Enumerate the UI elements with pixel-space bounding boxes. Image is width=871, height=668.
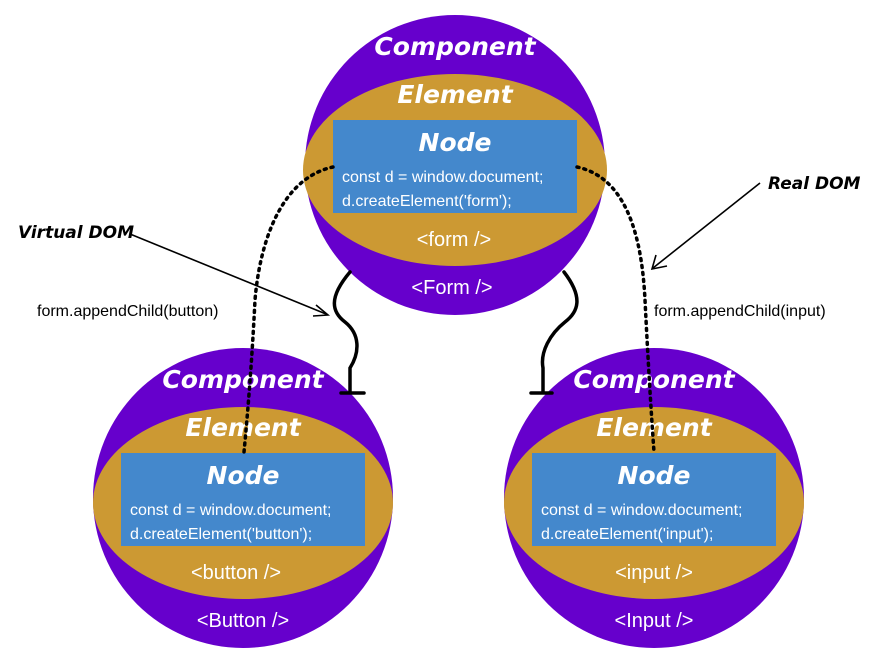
component-tag-button: <Button /> — [197, 610, 289, 632]
annotation-real-dom: Real DOM — [650, 174, 861, 271]
code-line-1-input: const d = window.document; — [541, 502, 742, 519]
real-dom-pointer — [652, 182, 761, 269]
virtual-edge-form-button — [332, 270, 359, 394]
annotation-virtual-dom: Virtual DOM — [18, 223, 331, 317]
left-edge-label: form.appendChild(button) — [37, 303, 218, 320]
code-line-1-button: const d = window.document; — [130, 502, 331, 519]
code-line-1-form: const d = window.document; — [342, 169, 543, 186]
virtual-dom-pointer — [129, 233, 327, 315]
real-dom-pointer-arrowhead — [650, 254, 668, 271]
code-line-2-button: d.createElement('button'); — [130, 526, 312, 543]
element-label-button: Element — [185, 413, 301, 442]
real-edge-form-button — [242, 165, 335, 454]
real-dom-connectors — [242, 165, 656, 454]
element-label-input: Element — [596, 413, 712, 442]
code-line-2-form: d.createElement('form'); — [342, 193, 512, 210]
component-button: Component Element Node const d = window.… — [93, 348, 393, 648]
virtual-dom-label: Virtual DOM — [18, 223, 134, 243]
element-tag-form: <form /> — [417, 229, 491, 251]
component-input: Component Element Node const d = window.… — [504, 348, 804, 648]
node-box-input — [532, 453, 776, 546]
node-box-form — [333, 120, 577, 213]
virtual-dom-pointer-arrowhead — [312, 304, 331, 317]
component-form: Component Element Node const d = window.… — [303, 15, 607, 315]
node-label-form: Node — [419, 128, 492, 157]
node-label-input: Node — [618, 461, 691, 490]
real-edge-form-input — [575, 165, 656, 454]
component-tag-input: <Input /> — [615, 610, 694, 632]
node-label-button: Node — [207, 461, 280, 490]
node-box-button — [121, 453, 365, 546]
component-label-form: Component — [374, 32, 536, 61]
component-tag-form: <Form /> — [411, 277, 492, 299]
right-edge-label: form.appendChild(input) — [654, 303, 826, 320]
component-label-input: Component — [573, 365, 735, 394]
element-tag-button: <button /> — [191, 562, 281, 584]
virtual-edge-form-input — [540, 270, 579, 394]
code-line-2-input: d.createElement('input'); — [541, 526, 713, 543]
virtual-dom-connectors — [332, 270, 579, 395]
real-dom-label: Real DOM — [768, 174, 861, 194]
element-tag-input: <input /> — [615, 562, 693, 584]
element-label-form: Element — [397, 80, 513, 109]
component-label-button: Component — [162, 365, 324, 394]
